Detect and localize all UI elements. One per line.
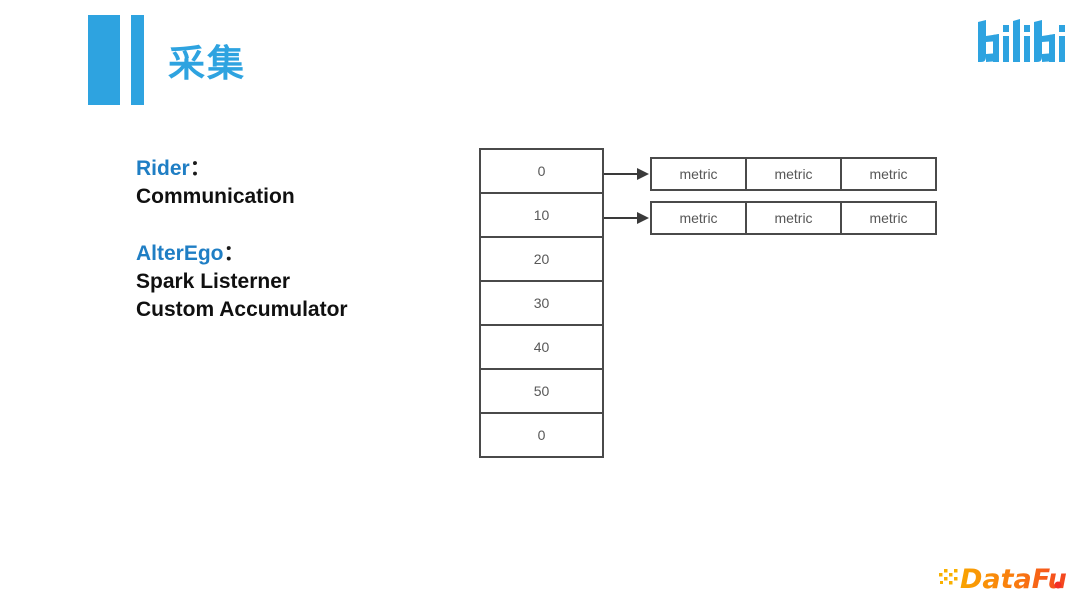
title-accent-bar-wide <box>88 15 120 105</box>
queue-cell: 30 <box>481 282 602 326</box>
metric-cell: metric <box>747 203 842 233</box>
text-group-alterego: AlterEgo： Spark Listerner Custom Accumul… <box>136 240 456 323</box>
page-title: 采集 <box>168 42 246 85</box>
metric-cell: metric <box>869 210 908 226</box>
metric-cell: metric <box>747 159 842 189</box>
queue-cell: 50 <box>481 370 602 414</box>
group-heading-label: AlterEgo <box>136 242 224 266</box>
arrow-shaft <box>604 217 640 219</box>
arrow-shaft <box>604 173 640 175</box>
datafun-logo: DataFun <box>938 560 1080 596</box>
group-heading-alterego: AlterEgo： <box>136 240 456 268</box>
queue-cell: 10 <box>481 194 602 238</box>
group-heading-colon: ： <box>189 157 211 180</box>
datafun-logo-icon: DataFun <box>939 564 1080 595</box>
arrow-head <box>637 212 649 224</box>
group-line-spark-listerner: Spark Listerner <box>136 270 291 294</box>
metric-cell: metric <box>652 203 747 233</box>
title-accent-bar-narrow <box>131 15 144 105</box>
group-heading-rider: Rider： <box>136 155 456 183</box>
arrow-to-metric-row-1-icon <box>604 167 650 181</box>
metric-row: metric metric metric <box>650 157 937 191</box>
left-text-panel: Rider： Communication AlterEgo： Spark Lis… <box>136 155 456 324</box>
metric-cell: metric <box>652 159 747 189</box>
arrow-head <box>637 168 649 180</box>
text-group-rider: Rider： Communication <box>136 155 456 210</box>
metric-row: metric metric metric <box>650 201 937 235</box>
metric-cell: metric <box>869 166 908 182</box>
queue-cell: 40 <box>481 326 602 370</box>
queue-column: 0 10 20 30 40 50 0 <box>479 148 604 458</box>
arrow-to-metric-row-2-icon <box>604 211 650 225</box>
group-line-communication: Communication <box>136 184 295 208</box>
group-heading-colon: ： <box>223 242 245 266</box>
group-heading-label: Rider <box>136 157 190 180</box>
group-line-custom-accumulator: Custom Accumulator <box>136 297 348 321</box>
queue-cell: 0 <box>481 150 602 194</box>
bilibili-logo <box>976 18 1068 66</box>
svg-text:DataFun: DataFun <box>960 564 1066 595</box>
queue-cell: 0 <box>481 414 602 456</box>
bilibili-logo-icon <box>978 19 1065 62</box>
queue-cell: 20 <box>481 238 602 282</box>
